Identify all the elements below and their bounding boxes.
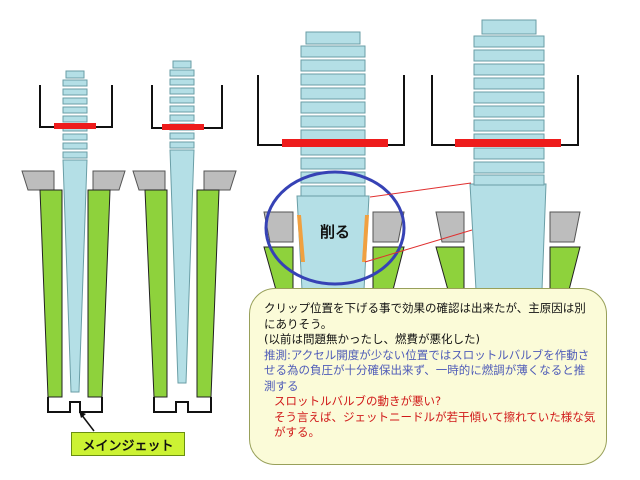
jet-wall-left — [39, 189, 63, 398]
body-block-left — [435, 211, 465, 243]
needle-clip — [455, 139, 561, 147]
needle-clip-grooves — [473, 19, 545, 186]
main-jet-outline — [153, 397, 212, 413]
main-jet-pointer-arrowhead — [79, 411, 86, 418]
figure-2-needle-assembly — [132, 60, 237, 413]
needle-clip — [282, 139, 388, 147]
needle-clip-grooves — [169, 60, 195, 149]
shaved-area-left — [297, 215, 305, 262]
main-jet-pointer-line — [80, 413, 95, 432]
highlight-circle — [264, 170, 406, 286]
needle-shaft — [62, 159, 88, 393]
connector-line-upper — [369, 182, 472, 198]
note-line-hypothesis: 推測:アクセル開度が少ない位置ではスロットルバルブを作動させる為の負圧が十分確保… — [264, 347, 590, 393]
needle-clip-grooves — [62, 70, 88, 159]
needle-shaft — [296, 195, 370, 291]
shaved-area-right — [362, 215, 369, 262]
body-block-right — [203, 170, 237, 191]
needle-shaft — [169, 149, 195, 384]
note-line-throttle-question: スロットルバルブの動きが悪い? — [274, 394, 442, 408]
needle-clip — [54, 123, 96, 129]
jet-wall-right — [87, 189, 111, 398]
figure-1-needle-assembly — [21, 70, 126, 413]
note-callout: クリップ位置を下げる事で効果の確認は出来たが、主原因は別にありそう。 (以前は問… — [249, 288, 607, 465]
body-block-right — [92, 170, 126, 191]
body-block-left — [263, 211, 294, 243]
body-block-right — [372, 211, 405, 243]
connector-line-lower — [364, 229, 473, 263]
needle-shaft — [469, 183, 547, 291]
main-jet-label: メインジェット — [71, 432, 185, 456]
figure-3-enlarged-needle — [257, 31, 406, 291]
shave-label: 削る — [320, 223, 350, 241]
jet-wall-right — [549, 246, 581, 291]
body-block-right — [549, 211, 581, 243]
jet-wall-left — [435, 246, 465, 291]
needle-clip — [162, 124, 204, 130]
note-line-needle-rubbing: そう言えば、ジェットニードルが若干傾いて擦れていた様な気がする。 — [274, 409, 596, 440]
figure-4-enlarged-needle — [431, 19, 581, 291]
jet-wall-right — [196, 189, 220, 398]
jet-wall-right — [372, 246, 405, 291]
body-block-left — [132, 170, 166, 191]
note-line-conclusion: クリップ位置を下げる事で効果の確認は出来たが、主原因は別にありそう。 — [264, 301, 586, 331]
body-block-left — [21, 170, 55, 191]
jet-wall-left — [144, 189, 168, 398]
needle-clip-grooves — [300, 31, 366, 197]
note-line-fuel-economy: (以前は問題無かったし、燃費が悪化した) — [264, 332, 480, 346]
main-jet-outline — [47, 397, 103, 413]
